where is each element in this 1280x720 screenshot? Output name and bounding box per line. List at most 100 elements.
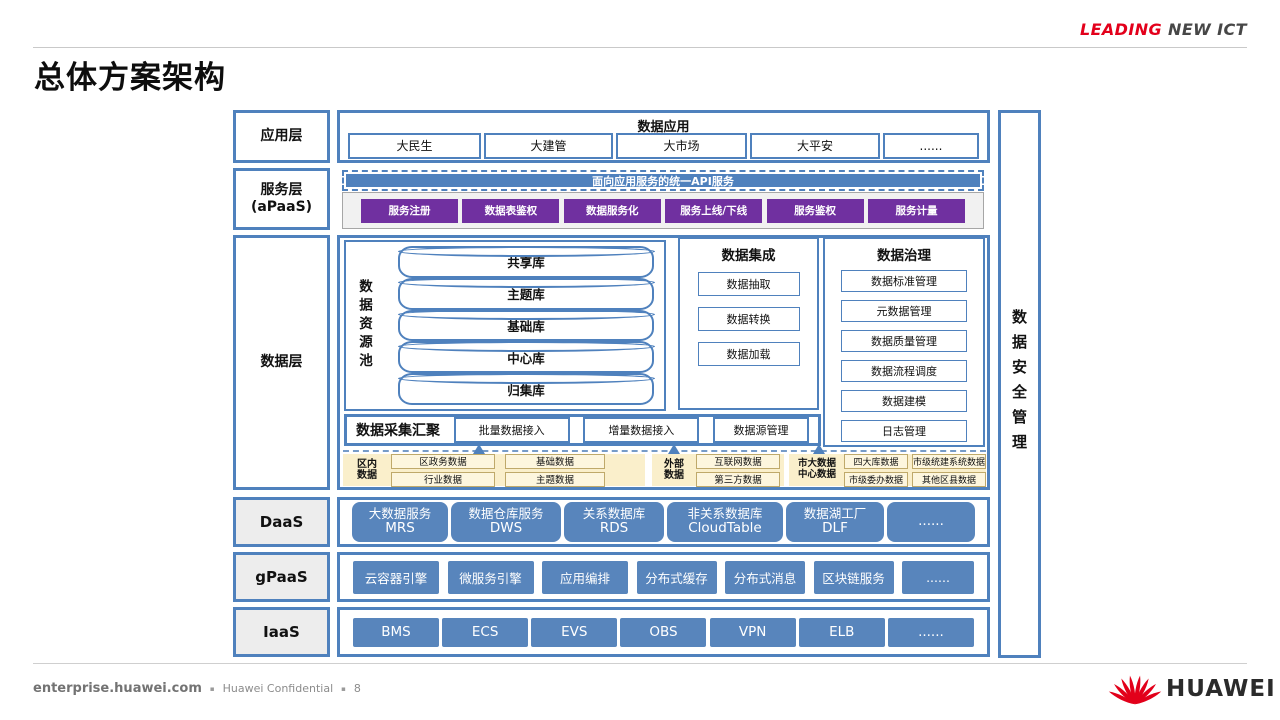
layer-label-gpaas: gPaaS: [233, 552, 330, 602]
source-box: 主题数据: [505, 471, 605, 487]
api-banner: 面向应用服务的统一API服务: [346, 174, 980, 188]
layer-label-service-line1: 服务层: [260, 181, 303, 198]
iaas-box: VPN: [709, 617, 796, 647]
layer-label-service-line2: (aPaaS): [250, 199, 313, 215]
db-cylinder: 归集库: [397, 372, 655, 405]
app-box: 大市场: [616, 132, 747, 159]
collection-box: 数据源管理: [712, 417, 809, 443]
source-box: 基础数据: [505, 453, 605, 469]
arrow-up-icon: [668, 444, 680, 454]
source-box: 互联网数据: [696, 453, 780, 469]
data-security-bar: 数据安全管理: [998, 110, 1041, 658]
resource-pool-label-wrap: 数据资源池: [352, 242, 376, 409]
daas-box: 数据仓库服务 DWS: [451, 502, 561, 542]
layer-label-data: 数据层: [233, 235, 330, 490]
huawei-logo-text: HUAWEI: [1166, 676, 1276, 702]
source-items: 互联网数据 第三方数据: [696, 453, 780, 487]
collection-box: 增量数据接入: [583, 417, 700, 443]
app-layer-title: 数据应用: [637, 120, 690, 135]
gpaas-row: 云容器引擎 微服务引擎 应用编排 分布式缓存 分布式消息 区块链服务 .....…: [337, 552, 990, 602]
source-box: 其他区县数据: [912, 471, 986, 487]
service-panel: 服务注册 数据表鉴权 数据服务化 服务上线/下线 服务鉴权 服务计量: [342, 192, 984, 229]
api-banner-frame: 面向应用服务的统一API服务: [342, 170, 984, 191]
source-group-label: 区内 数据: [349, 459, 385, 482]
arrow-up-icon: [813, 444, 825, 454]
governance-box: 数据质量管理: [841, 330, 967, 352]
footer-separator: ▪: [209, 684, 215, 693]
header-divider: [33, 47, 1247, 48]
brand-new-ict: NEW ICT: [1168, 20, 1247, 39]
db-cylinder: 共享库: [397, 245, 655, 278]
data-governance-title: 数据治理: [877, 248, 931, 264]
service-box: 数据服务化: [563, 198, 661, 223]
governance-box: 数据标准管理: [841, 270, 967, 292]
footer-separator: ▪: [341, 684, 346, 693]
source-group-label-line1: 外部: [664, 458, 684, 470]
app-boxes: 大民生 大建管 大市场 大平安 ......: [348, 132, 979, 159]
data-security-label: 数据安全管理: [1010, 309, 1028, 459]
source-box: 区政务数据: [391, 453, 495, 469]
gpaas-box: 应用编排: [542, 560, 628, 594]
service-box: 服务计量: [867, 198, 965, 223]
data-integration: 数据集成 数据抽取 数据转换 数据加载: [678, 237, 819, 410]
iaas-box: BMS: [353, 617, 439, 647]
service-box: 数据表鉴权: [462, 198, 560, 223]
daas-box: 关系数据库 RDS: [564, 502, 664, 542]
source-group-label: 市大数据 中心数据: [794, 458, 840, 481]
daas-box: 非关系数据库 CloudTable: [667, 502, 783, 542]
gpaas-box-more: ......: [902, 560, 974, 594]
footer-confidential: Huawei Confidential: [222, 682, 334, 695]
footer: enterprise.huawei.com ▪ Huawei Confident…: [33, 681, 361, 696]
gpaas-box: 云容器引擎: [353, 560, 439, 594]
daas-box-more-label: ......: [918, 513, 944, 530]
app-layer-row: 数据应用 大民生 大建管 大市场 大平安 ......: [337, 110, 990, 163]
source-group-label: 外部 数据: [658, 459, 690, 482]
daas-box-line1: 关系数据库: [582, 506, 646, 522]
brand-leading: LEADING: [1079, 20, 1163, 39]
daas-box-line2: RDS: [599, 520, 629, 537]
gpaas-box: 分布式缓存: [636, 560, 717, 594]
huawei-logo-icon: [1108, 666, 1162, 708]
source-box: 行业数据: [391, 471, 495, 487]
page-title: 总体方案架构: [34, 60, 226, 96]
daas-box-line1: 大数据服务: [368, 506, 432, 522]
source-group-external: 外部 数据 互联网数据 第三方数据: [652, 453, 784, 487]
daas-box-line2: MRS: [385, 520, 415, 537]
governance-box: 日志管理: [841, 420, 967, 442]
footer-divider: [33, 663, 1247, 664]
service-box: 服务注册: [361, 198, 458, 223]
data-collection: 数据采集汇聚 批量数据接入 增量数据接入 数据源管理: [344, 414, 821, 446]
db-cylinder: 主题库: [397, 277, 655, 310]
iaas-box: OBS: [620, 617, 707, 647]
data-governance: 数据治理 数据标准管理 元数据管理 数据质量管理 数据流程调度 数据建模 日志管…: [823, 237, 985, 447]
source-box: 四大库数据: [844, 453, 908, 469]
iaas-box: EVS: [531, 617, 618, 647]
governance-box: 元数据管理: [841, 300, 967, 322]
daas-box-line2: CloudTable: [688, 520, 762, 537]
collection-box: 批量数据接入: [453, 417, 570, 443]
daas-box-line1: 数据仓库服务: [468, 506, 544, 522]
footer-site: enterprise.huawei.com: [33, 681, 202, 696]
app-box: 大民生: [348, 132, 481, 159]
integration-box: 数据抽取: [697, 272, 800, 296]
sources-dashed-line: [343, 450, 986, 452]
gpaas-box: 微服务引擎: [447, 560, 534, 594]
data-collection-title: 数据采集汇聚: [356, 423, 440, 439]
governance-box: 数据建模: [841, 390, 967, 412]
gpaas-box: 分布式消息: [725, 560, 805, 594]
app-box-more: ......: [883, 132, 979, 159]
iaas-box: ECS: [442, 617, 529, 647]
source-items: 区政务数据 基础数据 行业数据 主题数据: [391, 453, 605, 487]
daas-row: 大数据服务 MRS 数据仓库服务 DWS 关系数据库 RDS 非关系数据库 Cl…: [337, 497, 990, 547]
source-group-label-line1: 市大数据: [797, 458, 836, 470]
daas-box-line1: 非关系数据库: [687, 506, 763, 522]
footer-page-number: 8: [353, 682, 361, 695]
iaas-row: BMS ECS EVS OBS VPN ELB ......: [337, 607, 990, 657]
daas-box-line1: 数据湖工厂: [803, 506, 867, 522]
source-group-label-line1: 区内: [357, 458, 377, 470]
layer-label-service: 服务层 (aPaaS): [233, 168, 330, 230]
layer-label-iaas: IaaS: [233, 607, 330, 657]
app-box: 大平安: [750, 132, 880, 159]
layer-label-app: 应用层: [233, 110, 330, 163]
